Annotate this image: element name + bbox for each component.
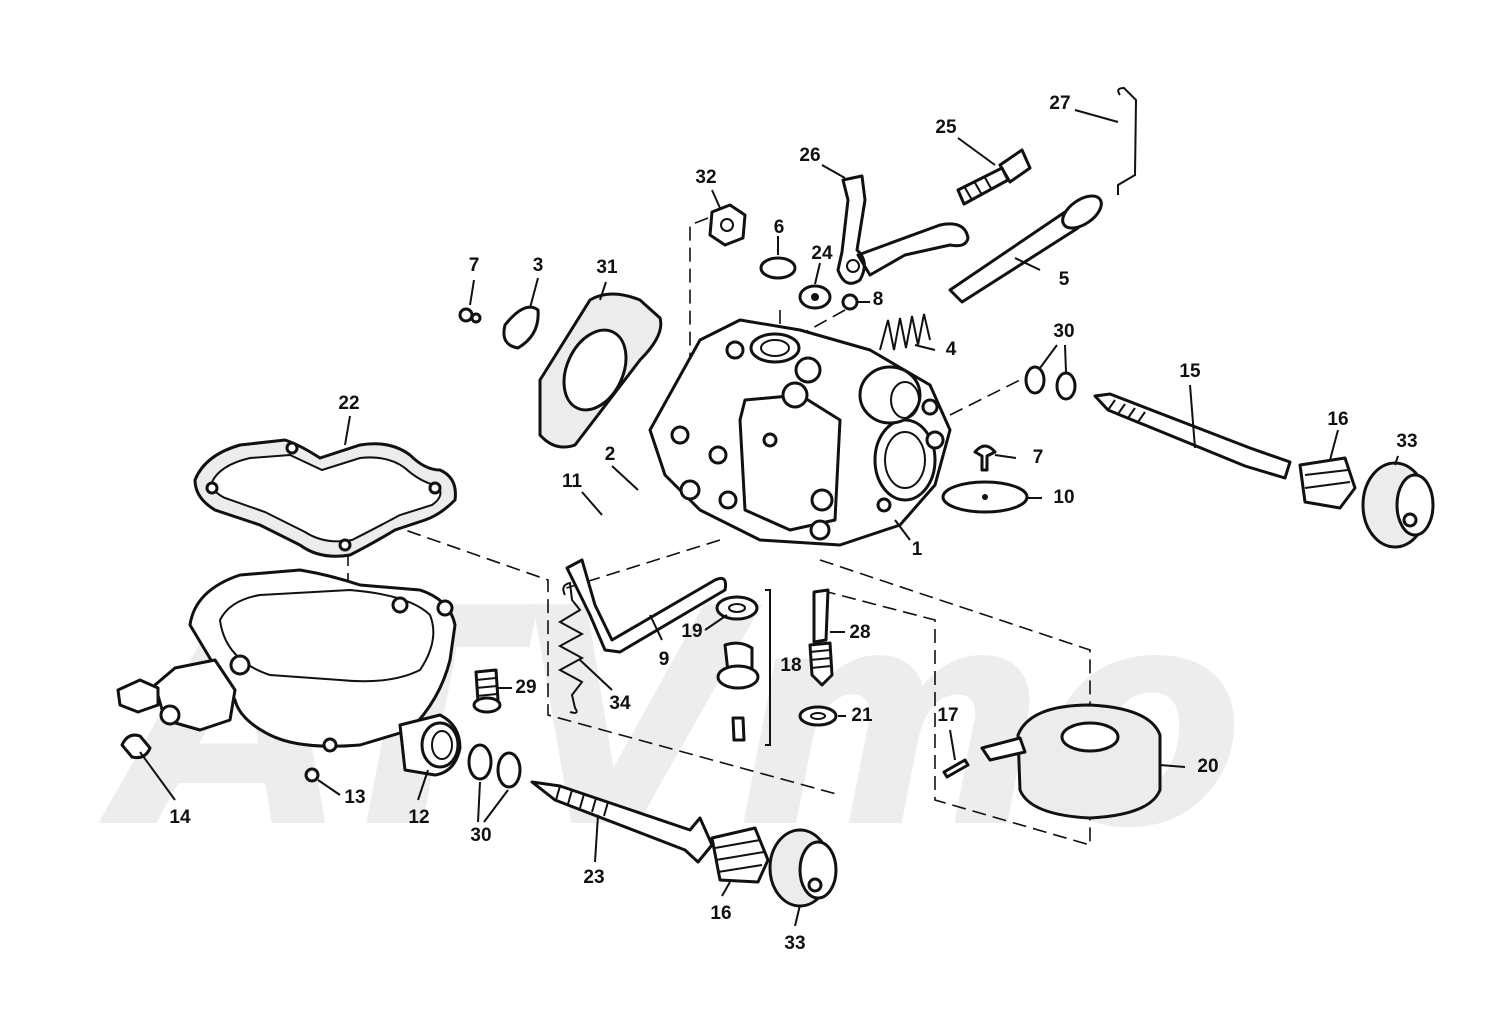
callout-11: 11	[561, 471, 583, 492]
callout-17: 17	[937, 705, 959, 726]
part-32-nut	[708, 203, 747, 247]
callout-leader-lines	[139, 109, 1399, 927]
part-17-pin	[942, 758, 970, 779]
part-19-washer	[715, 595, 759, 621]
part-33-knob-right	[1361, 461, 1435, 549]
callout-20: 20	[1197, 756, 1219, 777]
part-22-gasket	[193, 438, 457, 558]
part-30-washer-c	[467, 743, 493, 781]
callout-16-bottom: 16	[710, 903, 732, 924]
callout-30-right: 30	[1053, 321, 1075, 342]
callout-30-bottom: 30	[470, 825, 492, 846]
part-20-float	[980, 703, 1162, 820]
callout-22: 22	[338, 393, 360, 414]
callout-14: 14	[169, 807, 191, 828]
part-8-ball	[841, 293, 859, 311]
callout-9: 9	[658, 649, 670, 670]
part-31-gasket	[538, 292, 663, 449]
callout-33-right: 33	[1396, 431, 1418, 452]
part-34-spring	[557, 581, 585, 714]
part-6-cap	[759, 256, 797, 280]
callout-32: 32	[695, 167, 717, 188]
part-13-ball	[304, 767, 320, 783]
part-26-lever	[836, 174, 970, 285]
part-3-plate	[502, 305, 540, 350]
callout-27: 27	[1049, 93, 1071, 114]
callout-26: 26	[799, 145, 821, 166]
callout-5: 5	[1058, 269, 1070, 290]
callout-34: 34	[609, 693, 631, 714]
part-25-screw	[956, 148, 1032, 206]
callout-4: 4	[945, 339, 957, 360]
callout-1: 1	[911, 539, 923, 560]
part-30-washer-d	[496, 751, 522, 789]
callout-12: 12	[408, 807, 430, 828]
callout-25: 25	[935, 117, 957, 138]
part-5-shaft	[948, 194, 1103, 304]
callout-3: 3	[532, 255, 544, 276]
callout-23: 23	[583, 867, 605, 888]
part-30-washer-b	[1055, 371, 1077, 401]
part-12-float-bowl	[116, 568, 462, 777]
callout-33-bottom: 33	[784, 933, 806, 954]
part-33-knob-bottom	[768, 828, 838, 908]
callout-19: 19	[681, 621, 703, 642]
callout-31: 31	[596, 257, 618, 278]
callout-18: 18	[780, 655, 802, 676]
part-4-spring	[879, 313, 931, 351]
callout-28: 28	[849, 622, 871, 643]
part-18-jet	[716, 589, 771, 746]
callout-7-right: 7	[1032, 447, 1044, 468]
part-7-screw-right	[973, 444, 997, 472]
part-30-washer-a	[1024, 365, 1046, 395]
callout-24: 24	[811, 243, 833, 264]
callout-7-top: 7	[468, 255, 480, 276]
part-27-link	[1117, 86, 1138, 195]
callout-15: 15	[1179, 361, 1201, 382]
part-28-needle	[808, 588, 834, 687]
part-15-needle	[1093, 392, 1292, 480]
part-21-washer	[798, 705, 838, 727]
callout-29: 29	[515, 677, 537, 698]
callout-13: 13	[344, 787, 366, 808]
part-16-nut-bottom	[710, 826, 770, 884]
part-9-lever	[565, 558, 727, 654]
part-16-nut-right	[1298, 456, 1357, 510]
callout-8: 8	[872, 289, 884, 310]
callout-10: 10	[1053, 487, 1075, 508]
callout-16-right: 16	[1327, 409, 1349, 430]
part-7-screw-top	[458, 307, 482, 324]
part-23-needle	[530, 780, 714, 864]
callout-21: 21	[851, 705, 873, 726]
part-14-cap	[120, 733, 152, 760]
callout-6: 6	[773, 217, 785, 238]
part-29-screw	[472, 668, 502, 714]
part-1-carburetor-body	[648, 318, 952, 547]
callout-2: 2	[604, 444, 616, 465]
